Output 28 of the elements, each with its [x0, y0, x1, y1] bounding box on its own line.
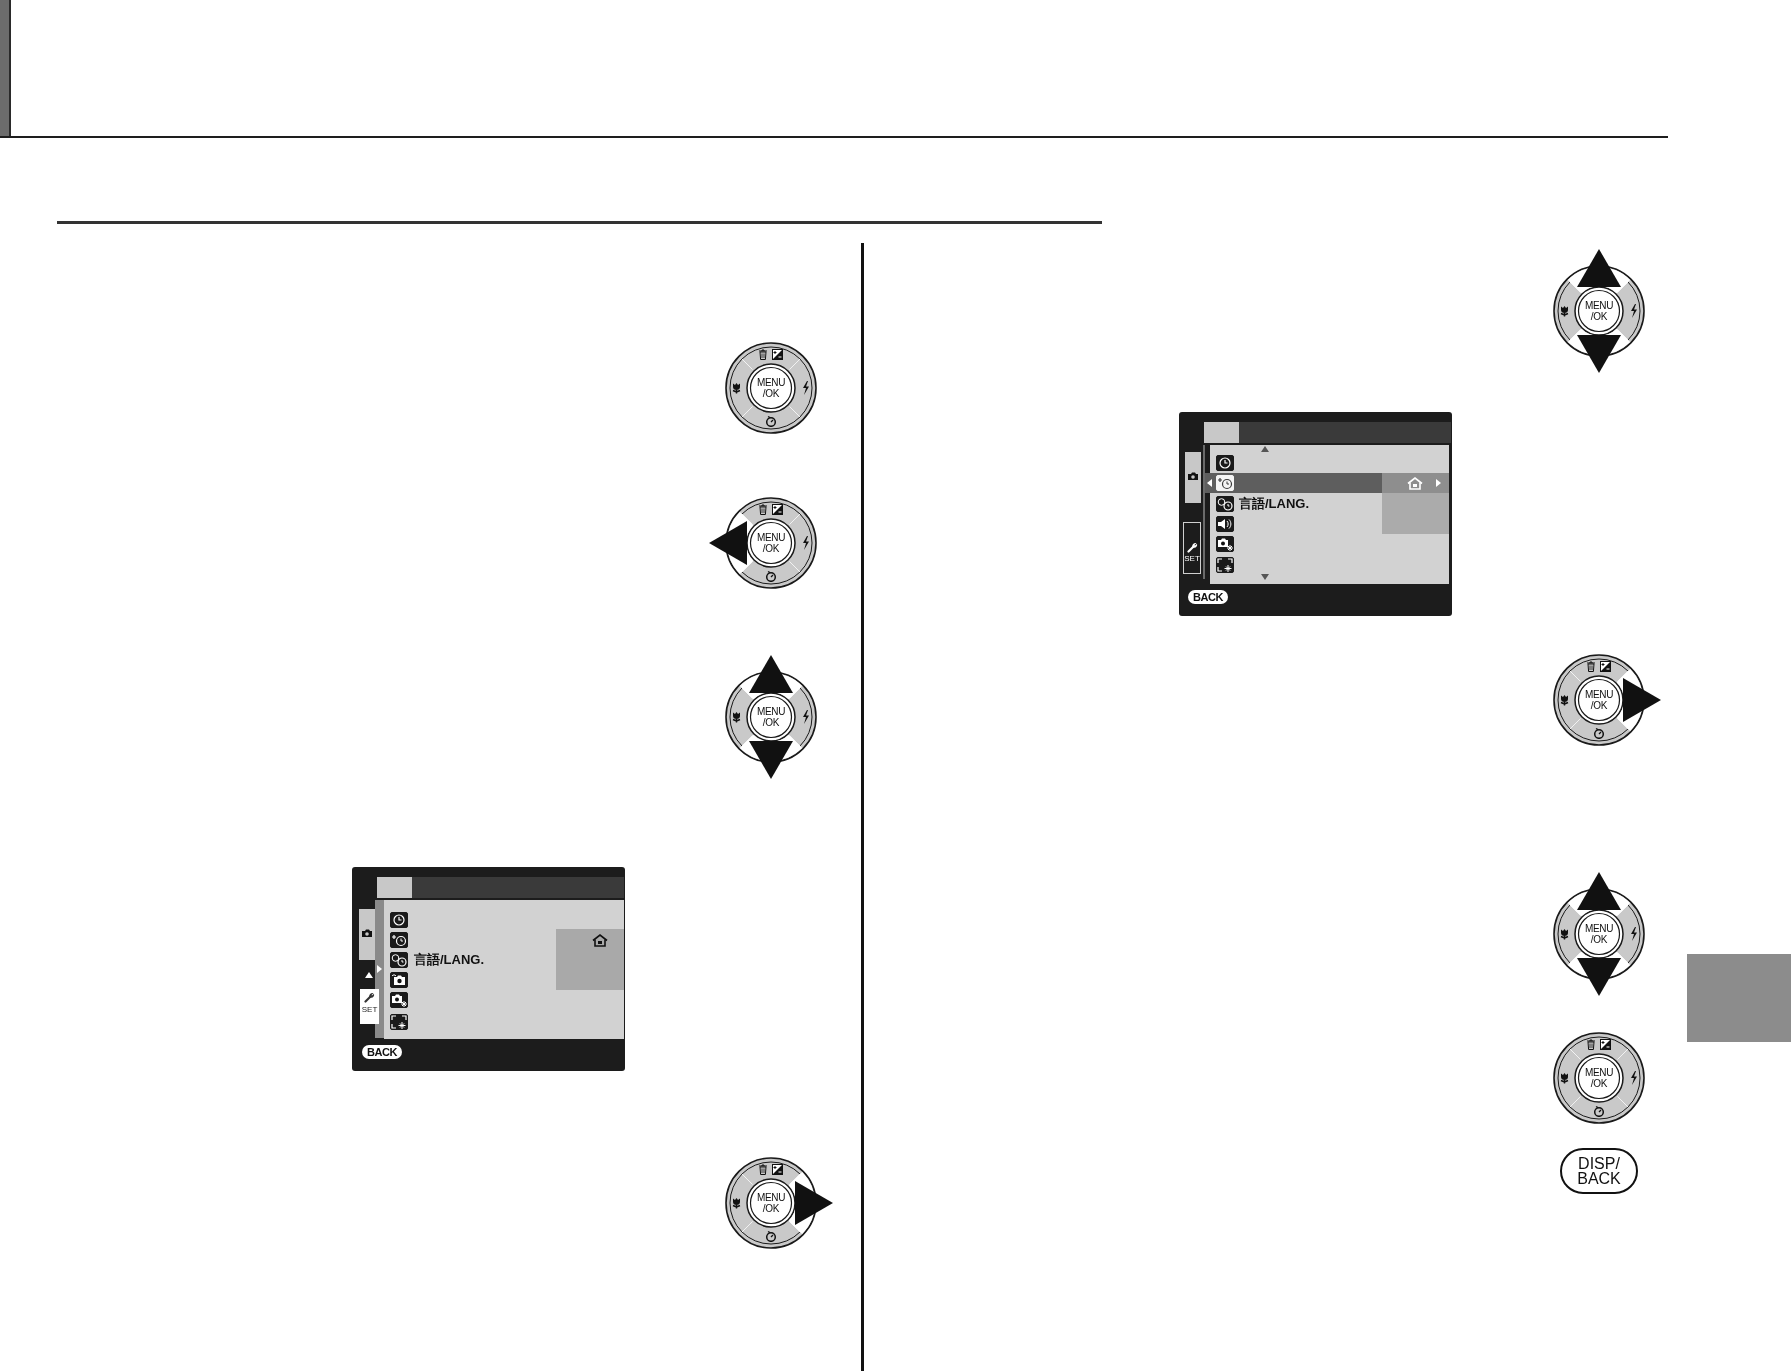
control-dial: [725, 1157, 833, 1249]
lcd-screen: [352, 867, 625, 1071]
menu-ok-label: MENU /OK: [755, 377, 787, 399]
menu-ok-label: MENU /OK: [755, 532, 787, 554]
lcd-screen: [1179, 412, 1452, 616]
menu-ok-label: MENU /OK: [1583, 923, 1615, 945]
menu-ok-label: MENU /OK: [755, 706, 787, 728]
settings-tab: [1183, 522, 1201, 574]
back-button: BACK: [1188, 590, 1228, 604]
menu-ok-label: MENU /OK: [1583, 300, 1615, 322]
menu-ok-label: MENU /OK: [1583, 1067, 1615, 1089]
control-dial: [725, 342, 817, 434]
control-dial: [709, 497, 817, 589]
control-dial: [1553, 1032, 1645, 1124]
menu-ok-label: MENU /OK: [1583, 689, 1615, 711]
menu-item-label: 言語/LANG.: [1239, 496, 1310, 512]
disp-back-button: DISP/ BACK: [1560, 1148, 1638, 1194]
menu-ok-label: MENU /OK: [755, 1192, 787, 1214]
back-button: BACK: [362, 1045, 402, 1059]
menu-item-label: 言語/LANG.: [414, 952, 485, 968]
control-dial: [1553, 654, 1661, 746]
chapter-tab: [1687, 954, 1791, 1042]
control-dial: [1553, 872, 1645, 996]
control-dial: [725, 655, 817, 779]
control-dial: [1553, 249, 1645, 373]
tab-label: SET: [360, 1005, 379, 1015]
tab-label: SET: [1184, 554, 1200, 564]
settings-tab: [360, 989, 379, 1024]
